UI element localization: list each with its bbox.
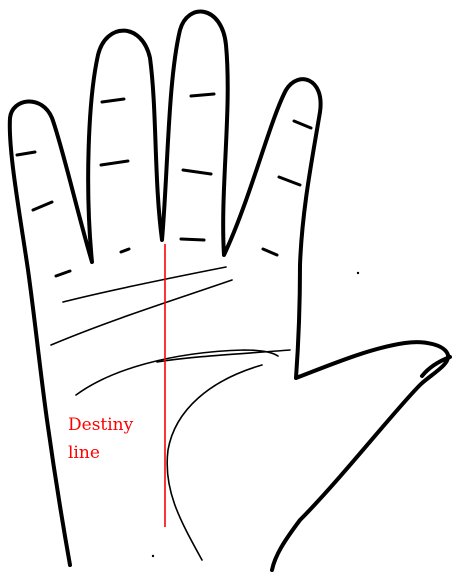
ring-finger-crease-upper (102, 99, 124, 102)
head-line (76, 350, 278, 395)
index-finger-crease-upper (294, 121, 311, 128)
heart-line (63, 267, 226, 302)
speck-dot (357, 272, 359, 274)
ring-finger-crease-lower (101, 161, 128, 165)
middle-finger-crease-base (181, 239, 204, 240)
label-line-2: line (68, 443, 100, 463)
life-line (167, 365, 262, 560)
little-finger-crease-base (56, 271, 70, 276)
hand-outline (10, 12, 448, 570)
index-finger-crease-lower (279, 177, 300, 185)
middle-finger-crease-upper (191, 94, 214, 96)
speck-dot (152, 555, 154, 557)
little-finger-crease-upper (17, 152, 35, 155)
index-finger-crease-base (263, 249, 277, 255)
little-finger-crease-lower (33, 202, 52, 210)
destiny-line-label: Destiny line (68, 415, 139, 463)
label-line-1: Destiny (68, 415, 134, 435)
ring-finger-crease-base (121, 249, 129, 252)
middle-finger-crease-lower (183, 170, 211, 174)
head-line-upper (51, 280, 232, 345)
